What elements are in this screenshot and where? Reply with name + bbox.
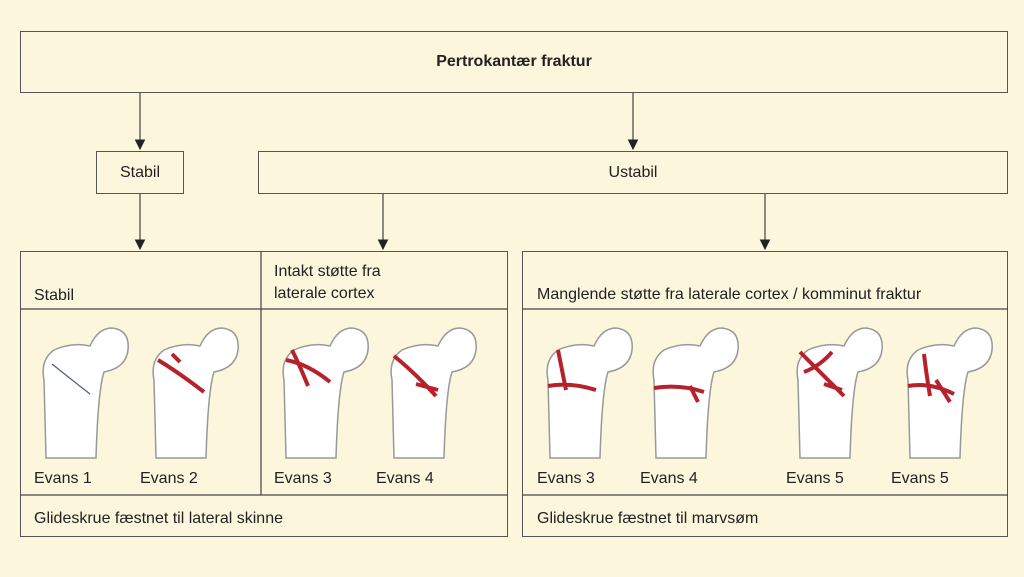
- root-label: Pertrokantær fraktur: [436, 53, 592, 70]
- caption-evans-2: Evans 2: [140, 470, 198, 487]
- femur-evans-4-left: [390, 327, 477, 459]
- caption-evans-5a: Evans 5: [786, 470, 844, 487]
- femur-evans-3-left: [282, 327, 369, 459]
- femur-evans-1: [42, 327, 129, 459]
- caption-evans-4-left: Evans 4: [376, 470, 434, 487]
- unstable-box: Ustabil: [258, 151, 1008, 194]
- femur-evans-2: [152, 327, 239, 459]
- stable-label: Stabil: [119, 163, 161, 181]
- caption-evans-1: Evans 1: [34, 470, 92, 487]
- femur-evans-5b: [906, 327, 993, 459]
- left-col2-header-line2: laterale cortex: [274, 285, 375, 302]
- femur-evans-5a: [796, 327, 883, 459]
- root-box: Pertrokantær fraktur: [20, 31, 1008, 93]
- femur-evans-4-right: [652, 327, 739, 459]
- left-col1-header: Stabil: [34, 287, 75, 304]
- caption-evans-3-right: Evans 3: [537, 470, 595, 487]
- left-col2-header-line1: Intakt støtte fra: [274, 263, 381, 280]
- left-footer: Glideskrue fæstnet til lateral skinne: [34, 510, 283, 527]
- femur-evans-3-right: [546, 327, 633, 459]
- right-header: Manglende støtte fra laterale cortex / k…: [537, 286, 922, 303]
- stable-box: Stabil: [96, 151, 184, 194]
- caption-evans-5b: Evans 5: [891, 470, 949, 487]
- caption-evans-3-left: Evans 3: [274, 470, 332, 487]
- right-footer: Glideskrue fæstnet til marvsøm: [537, 510, 759, 527]
- unstable-label: Ustabil: [608, 163, 658, 181]
- caption-evans-4-right: Evans 4: [640, 470, 698, 487]
